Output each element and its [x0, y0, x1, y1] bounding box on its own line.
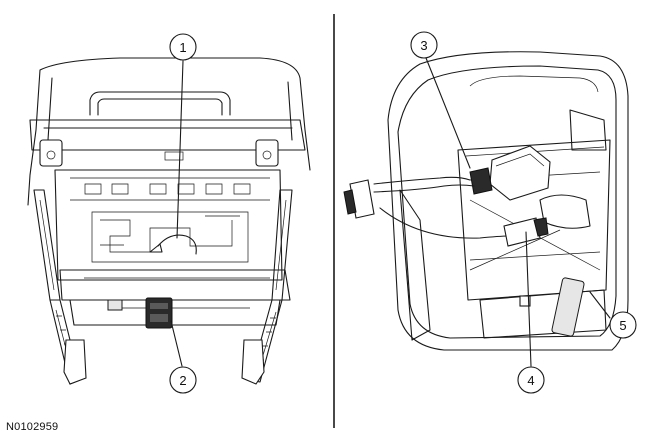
module-component-2 [145, 297, 173, 329]
seatback-illustration [387, 51, 629, 351]
figure-id-label: N0102959 [6, 421, 59, 433]
callout-4-label: 4 [527, 373, 534, 388]
sensor-component-4 [503, 217, 549, 247]
wiring-harness [343, 176, 511, 239]
callout-5: 5 [589, 291, 637, 339]
callout-2: 2 [169, 320, 197, 394]
motor-component-1 [149, 234, 197, 255]
callout-4: 4 [517, 231, 545, 394]
callout-2-label: 2 [179, 373, 186, 388]
callout-1: 1 [169, 33, 197, 239]
callout-1-label: 1 [179, 40, 186, 55]
callout-3: 3 [410, 31, 471, 169]
module-component-3 [469, 145, 551, 201]
callout-5-label: 5 [619, 318, 626, 333]
callout-3-label: 3 [420, 38, 427, 53]
seat-frame-illustration [27, 57, 311, 385]
